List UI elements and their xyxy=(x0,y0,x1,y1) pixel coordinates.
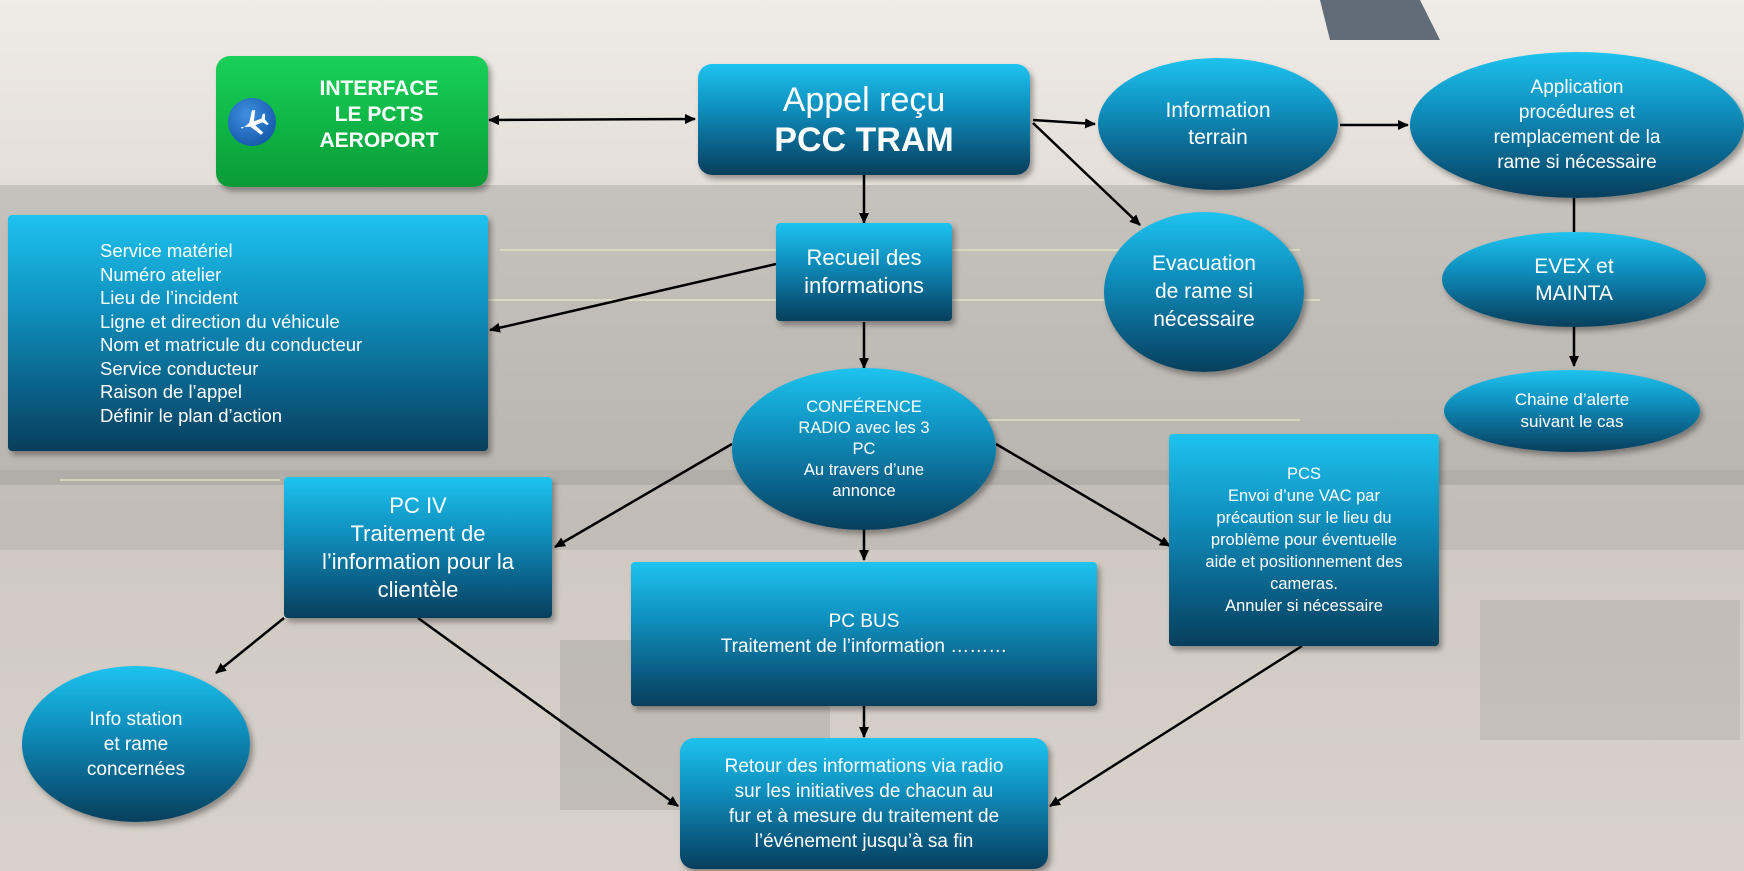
evacuation-ellipse: Evacuation de rame si nécessaire xyxy=(1104,212,1304,372)
retour-line-3: fur et à mesure du traitement de xyxy=(728,805,1000,827)
pc-bus-line-2: Traitement de l’information ……… xyxy=(720,636,1008,657)
service-item: Définir le plan d’action xyxy=(100,404,283,426)
service-item: Service conducteur xyxy=(100,357,259,379)
info-terrain-line-1: Information xyxy=(1165,99,1271,122)
service-item: Numéro atelier xyxy=(100,263,222,285)
application-line-2: procédures et xyxy=(1518,102,1636,123)
pcs-line-4: problème pour éventuelle xyxy=(1210,531,1398,549)
chaine-line-2: suivant le cas xyxy=(1520,412,1624,431)
info-station-line-1: Info station xyxy=(89,708,183,730)
appel-line-2: PCC TRAM xyxy=(774,120,954,159)
interface-line-1: INTERFACE xyxy=(319,77,439,100)
conference-line-3: PC xyxy=(852,439,876,458)
info-terrain-line-2: terrain xyxy=(1188,126,1248,149)
pcs-line-2: Envoi d’une VAC par xyxy=(1228,487,1380,505)
application-line-1: Application xyxy=(1530,77,1624,98)
retour-line-4: l’événement jusqu’à sa fin xyxy=(754,830,974,852)
info-station-line-3: concernées xyxy=(86,758,186,780)
application-line-4: rame si nécessaire xyxy=(1497,152,1657,173)
pcs-box: PCS Envoi d’une VAC par précaution sur l… xyxy=(1169,434,1439,646)
pc-bus-line-1: PC BUS xyxy=(828,611,900,632)
chaine-alerte-ellipse: Chaine d’alerte suivant le cas xyxy=(1444,370,1700,452)
evacuation-line-1: Evacuation xyxy=(1152,252,1256,275)
pc-bus-box: PC BUS Traitement de l’information ……… xyxy=(631,562,1097,706)
application-line-3: remplacement de la xyxy=(1493,127,1661,148)
conference-line-4: Au travers d’une xyxy=(803,460,925,479)
retour-line-1: Retour des informations via radio xyxy=(724,755,1004,777)
recueil-informations-box: Recueil des informations xyxy=(776,223,952,321)
service-item: Service matériel xyxy=(100,240,233,261)
pcs-line-7: Annuler si nécessaire xyxy=(1225,597,1383,615)
interface-line-2: LE PCTS xyxy=(334,103,424,126)
conference-line-1: CONFÉRENCE xyxy=(806,397,922,416)
appel-line-1: Appel reçu xyxy=(782,80,946,119)
appel-recu-box: Appel reçu PCC TRAM xyxy=(698,64,1030,175)
pcs-line-6: cameras. xyxy=(1270,575,1338,593)
evacuation-line-3: nécessaire xyxy=(1153,308,1255,331)
evex-mainta-ellipse: EVEX et MAINTA xyxy=(1442,232,1706,327)
pc-iv-line-1: PC IV xyxy=(389,492,447,518)
pcs-line-3: précaution sur le lieu du xyxy=(1216,509,1392,527)
evex-line-2: MAINTA xyxy=(1535,281,1613,305)
recueil-line-1: Recueil des xyxy=(806,245,922,270)
evacuation-line-2: de rame si xyxy=(1154,280,1254,303)
service-item: Nom et matricule du conducteur xyxy=(100,334,363,355)
conference-radio-ellipse: CONFÉRENCE RADIO avec les 3 PC Au traver… xyxy=(732,368,996,530)
interface-pcts-aeroport-box: INTERFACE LE PCTS AEROPORT xyxy=(216,56,488,187)
evex-line-1: EVEX et xyxy=(1534,254,1614,278)
service-list-box: Service matériel Numéro atelier Lieu de … xyxy=(8,215,488,451)
airplane-icon xyxy=(228,98,276,146)
info-station-line-2: et rame xyxy=(103,733,169,755)
pc-iv-line-4: clientèle xyxy=(377,576,459,602)
conference-line-2: RADIO avec les 3 xyxy=(798,418,930,437)
chaine-line-1: Chaine d’alerte xyxy=(1514,390,1630,409)
pc-iv-box: PC IV Traitement de l’information pour l… xyxy=(284,477,552,618)
service-item: Lieu de l’incident xyxy=(100,287,238,308)
information-terrain-ellipse: Information terrain xyxy=(1098,58,1338,190)
recueil-line-2: informations xyxy=(804,273,924,298)
application-procedures-ellipse: Application procédures et remplacement d… xyxy=(1410,52,1744,198)
retour-line-2: sur les initiatives de chacun au xyxy=(734,780,994,802)
service-item: Raison de l’appel xyxy=(100,381,242,402)
pcs-line-5: aide et positionnement des xyxy=(1205,553,1403,571)
info-station-ellipse: Info station et rame concernées xyxy=(22,666,250,822)
interface-line-3: AEROPORT xyxy=(319,129,439,152)
retour-informations-box: Retour des informations via radio sur le… xyxy=(680,738,1048,869)
service-item: Ligne et direction du véhicule xyxy=(100,310,340,332)
pcs-line-1: PCS xyxy=(1287,465,1321,483)
pc-iv-line-2: Traitement de xyxy=(350,520,486,546)
pc-iv-line-3: l’information pour la xyxy=(322,548,514,574)
conference-line-5: annonce xyxy=(832,481,896,500)
